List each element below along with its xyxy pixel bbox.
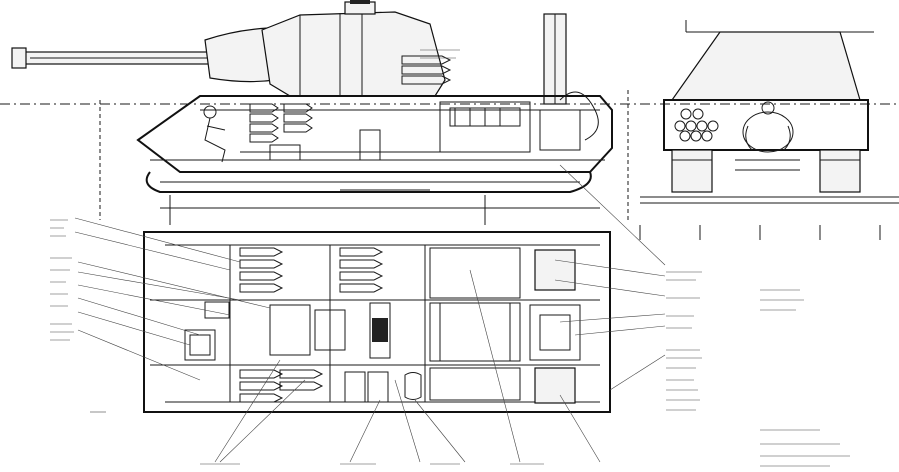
side-view [0,0,899,225]
driver-figure [203,105,226,163]
notes-top-block [420,49,460,59]
plan-engine [429,302,521,362]
plan-hull [143,231,611,413]
notes-right-column [666,271,702,411]
front-section-view [640,20,899,204]
plan-ammo-rack-top [239,247,384,293]
plan-ammo-rack-bottom [239,369,324,403]
front-track-left [671,149,713,193]
fuel-tank-2 [429,367,521,401]
callout-leaders-right [554,164,666,391]
callout-leaders-left [74,217,271,381]
plan-driver-seat [184,329,216,361]
dimension-ticks [639,225,881,240]
turret-ammo-rack [401,55,452,85]
notes-title-block [760,429,850,467]
front-hull [663,99,869,151]
front-track-right [819,149,861,193]
hull [136,95,613,173]
track [145,171,592,193]
turret [261,11,446,97]
plan-radiator-left [534,249,576,291]
notes-bottom [90,411,544,465]
handwritten-notes [50,49,850,467]
engine-compartment [439,91,599,153]
plan-radiator-right [534,367,576,404]
front-crew-figure [742,101,794,153]
plan-transmission [369,302,391,359]
notes-right-box [760,289,804,311]
front-ammo-stack [674,108,719,142]
plan-view [143,231,611,413]
fuel-tank-1 [429,247,521,299]
notes-left-column [50,219,74,341]
callout-leaders-bottom [214,269,601,463]
muzzle-brake [11,47,27,69]
hull-ammo-rack [249,103,313,143]
